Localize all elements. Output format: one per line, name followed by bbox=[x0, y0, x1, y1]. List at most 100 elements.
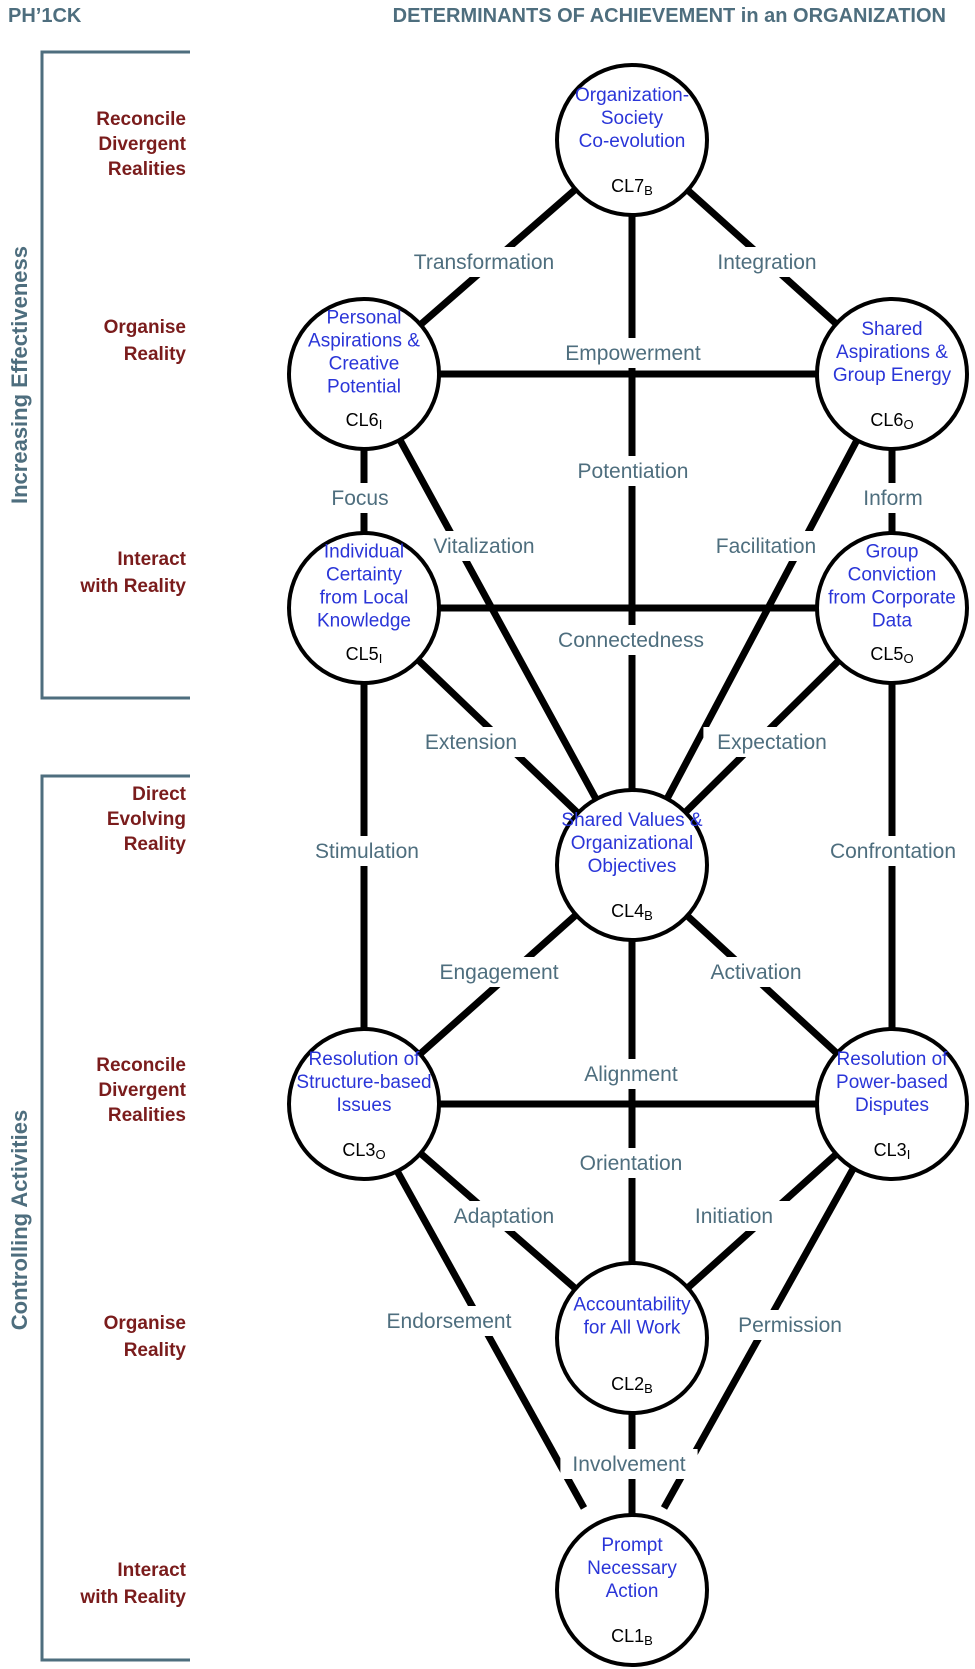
node-circle bbox=[555, 1513, 709, 1667]
edge-label-background bbox=[398, 247, 570, 277]
node-label-line: Shared bbox=[861, 319, 922, 340]
node-label-line: Necessary bbox=[587, 1558, 677, 1579]
node-label-line: Creative bbox=[329, 354, 400, 375]
node-code: CL6O bbox=[870, 410, 913, 432]
edge-label-background bbox=[671, 1201, 797, 1231]
edge-label-background bbox=[441, 1201, 567, 1231]
edge-label-empowerment: Empowerment bbox=[565, 342, 701, 365]
edge-label-connectedness: Connectedness bbox=[558, 629, 704, 652]
level-label-line: with Reality bbox=[79, 1587, 186, 1608]
node-label-line: Group bbox=[866, 542, 919, 563]
node-label-line: from Local bbox=[320, 588, 409, 609]
level-label-line: Reality bbox=[124, 1340, 187, 1361]
node-circle bbox=[815, 1027, 969, 1181]
level-label-line: Evolving bbox=[107, 809, 186, 830]
edge-line-vitalization bbox=[360, 372, 636, 867]
node-label-line: Society bbox=[601, 108, 664, 129]
edge-label-background bbox=[698, 247, 836, 277]
node-code-subscript: B bbox=[644, 908, 653, 923]
node-label-line: Action bbox=[606, 1581, 659, 1602]
level-label-line: with Reality bbox=[79, 576, 186, 597]
edge-label-stimulation: Stimulation bbox=[315, 840, 419, 863]
edge-label-background bbox=[693, 957, 819, 987]
node-label-line: Power-based bbox=[836, 1072, 948, 1093]
edge-label-background bbox=[409, 531, 559, 561]
edge-label-permission: Permission bbox=[738, 1314, 842, 1337]
node-code-subscript: O bbox=[903, 417, 913, 432]
level-label-line: Reconcile bbox=[96, 1055, 186, 1076]
node-cl4: Shared Values &OrganizationalObjectivesC… bbox=[555, 788, 709, 942]
edge-label-vitalization: Vitalization bbox=[433, 535, 534, 558]
edge-label-endorsement: Endorsement bbox=[387, 1310, 512, 1333]
edge-label-background bbox=[691, 531, 841, 561]
node-circle bbox=[815, 297, 969, 451]
node-code: CL4B bbox=[611, 901, 653, 923]
node-code: CL7B bbox=[611, 176, 653, 198]
node-label-line: Organization- bbox=[575, 85, 689, 106]
edge-label-background bbox=[560, 1449, 698, 1479]
edge-label-transformation: Transformation bbox=[414, 251, 554, 274]
edge-label-background bbox=[551, 625, 711, 655]
node-label-line: Data bbox=[872, 611, 913, 632]
edge-label-extension: Extension bbox=[425, 731, 517, 754]
edge-line-endorsement bbox=[392, 1167, 588, 1510]
edge-label-background bbox=[562, 1148, 700, 1178]
edge-label-expectation: Expectation bbox=[717, 731, 827, 754]
node-label-line: Accountability bbox=[573, 1295, 691, 1316]
edge-label-background bbox=[380, 1306, 518, 1336]
node-label-line: for All Work bbox=[584, 1318, 681, 1339]
edge-label-potentiation: Potentiation bbox=[578, 460, 689, 483]
edge-label-adaptation: Adaptation bbox=[454, 1205, 554, 1228]
node-code: CL5I bbox=[346, 644, 383, 666]
level-label-line: Reality bbox=[124, 344, 187, 365]
level-label-line: Organise bbox=[104, 1313, 186, 1334]
node-circle bbox=[555, 63, 709, 217]
edge-label-background bbox=[413, 727, 529, 757]
node-code: CL3O bbox=[342, 1140, 385, 1162]
edge-label-integration: Integration bbox=[717, 251, 816, 274]
node-label-line: Aspirations & bbox=[308, 331, 420, 352]
level-labels: ReconcileDivergentRealitiesOrganiseReali… bbox=[79, 109, 186, 1608]
edge-label-engagement: Engagement bbox=[439, 961, 558, 984]
node-label-line: Personal bbox=[327, 308, 402, 329]
node-code: CL1B bbox=[611, 1626, 653, 1648]
node-label-line: Structure-based bbox=[296, 1072, 431, 1093]
level-label-line: Organise bbox=[104, 317, 186, 338]
level-label-line: Divergent bbox=[98, 134, 186, 155]
node-code: CL3I bbox=[874, 1140, 911, 1162]
level-label-line: Realities bbox=[108, 159, 186, 180]
edge-label-activation: Activation bbox=[710, 961, 801, 984]
edge-label-alignment: Alignment bbox=[584, 1063, 678, 1086]
node-label-line: Knowledge bbox=[317, 611, 411, 632]
header-left: PH’1CK bbox=[8, 5, 82, 27]
edge-label-background bbox=[325, 483, 395, 513]
level-label-line: Reality bbox=[124, 834, 187, 855]
bracket-bottom bbox=[40, 774, 190, 1662]
node-code-subscript: I bbox=[379, 651, 383, 666]
level-label-line: Realities bbox=[108, 1105, 186, 1126]
node-label-line: Potential bbox=[327, 377, 401, 398]
level-label-line: Divergent bbox=[98, 1080, 186, 1101]
edge-line-facilitation bbox=[628, 372, 896, 867]
sidebar-top-label: Increasing Effectiveness bbox=[7, 246, 32, 504]
node-label-line: Conviction bbox=[848, 565, 937, 586]
node-code-subscript: I bbox=[907, 1147, 911, 1162]
node-code-subscript: B bbox=[644, 1633, 653, 1648]
node-code: CL2B bbox=[611, 1374, 653, 1396]
node-label-line: from Corporate bbox=[828, 588, 956, 609]
level-label-line: Interact bbox=[117, 549, 186, 570]
edge-label-background bbox=[558, 456, 708, 486]
edge-label-initiation: Initiation bbox=[695, 1205, 773, 1228]
node-code-subscript: B bbox=[644, 1381, 653, 1396]
diagram-title: DETERMINANTS OF ACHIEVEMENT in an ORGANI… bbox=[393, 5, 946, 27]
node-label-line: Issues bbox=[337, 1095, 392, 1116]
node-label-line: Objectives bbox=[588, 856, 677, 877]
node-code-subscript: O bbox=[903, 651, 913, 666]
